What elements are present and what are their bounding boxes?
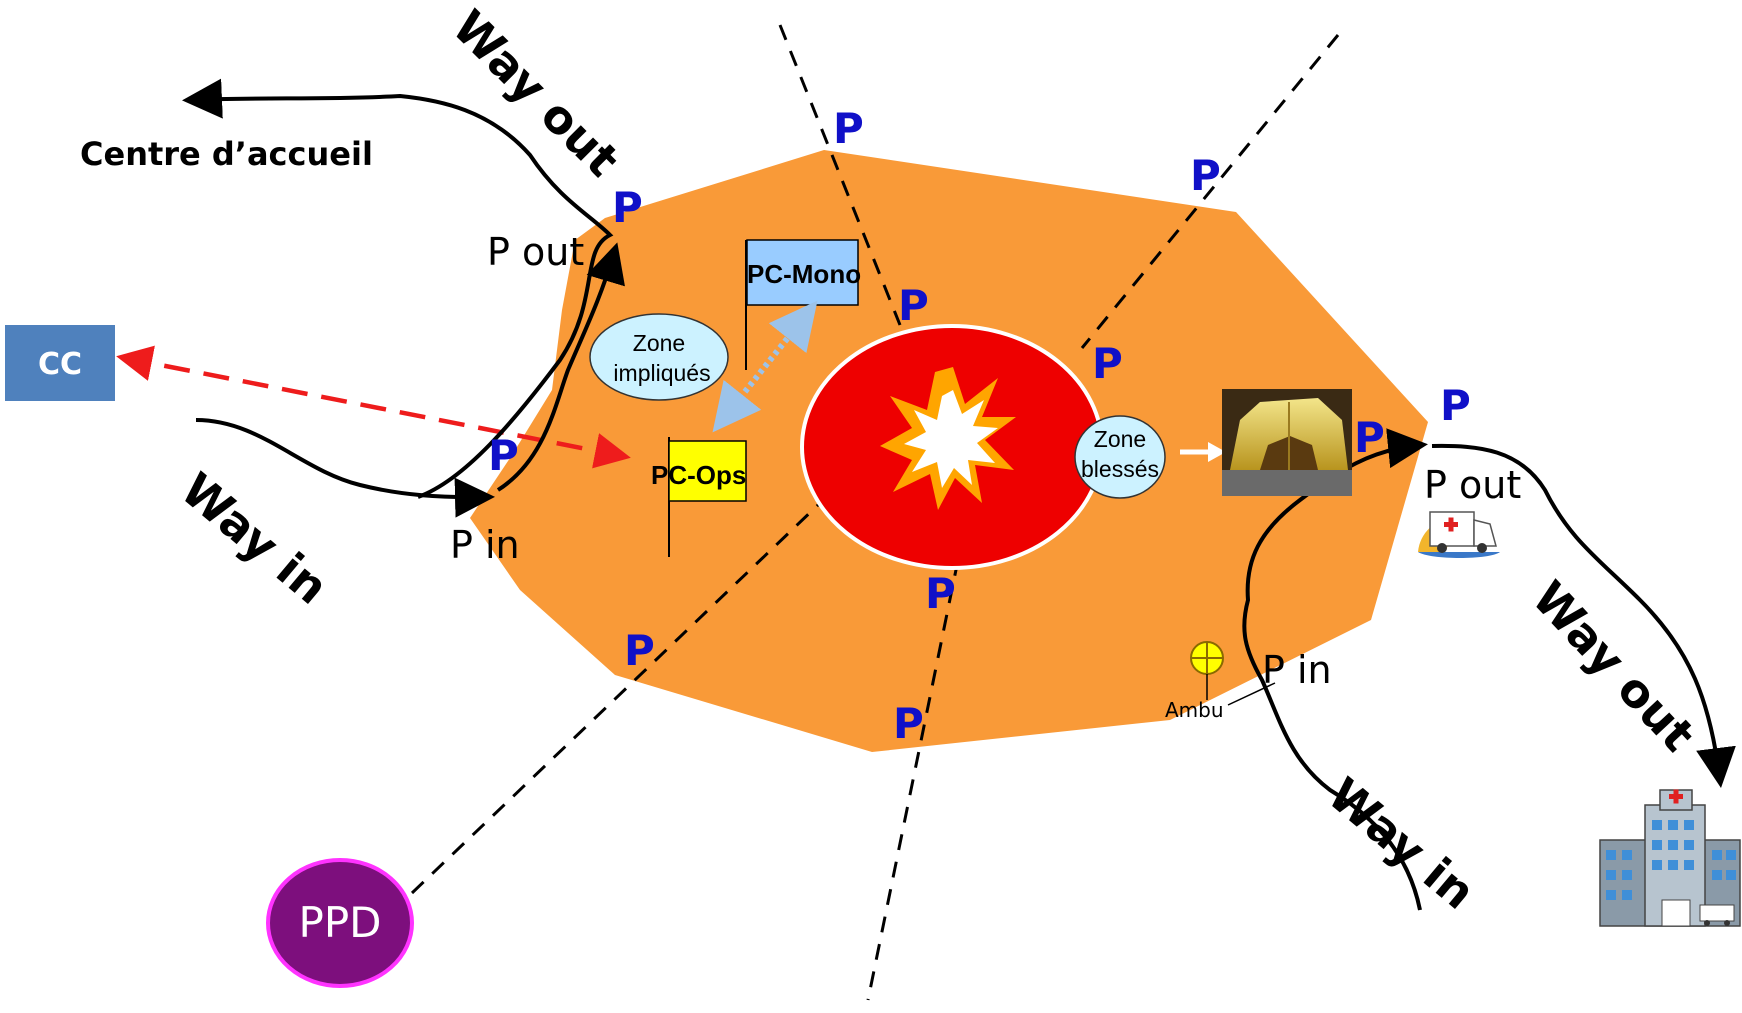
sector-line-northeast <box>1080 34 1340 349</box>
ambu-sign-icon <box>1190 641 1276 706</box>
zone-impliques-label-1: Zone <box>633 330 685 356</box>
p-marker: P <box>898 281 929 330</box>
p-out-left-label: P out <box>487 230 584 274</box>
cc-label: CC <box>38 347 82 382</box>
cc-box <box>5 325 115 401</box>
sector-line-south <box>866 559 960 1001</box>
p-marker: P <box>833 104 864 153</box>
zone-blesses-label-2: blessés <box>1081 456 1159 482</box>
p-marker: P <box>1190 151 1221 200</box>
sector-line-southwest <box>410 503 820 895</box>
ambulance-icon <box>1418 511 1500 558</box>
centre-accueil-label: Centre d’accueil <box>80 135 373 173</box>
pc-ops-flag <box>668 440 747 502</box>
p-marker: P <box>893 699 924 748</box>
p-marker: P <box>1440 381 1471 430</box>
zone-impliques-label-2: impliqués <box>613 360 710 386</box>
way-out-right-label: Way out <box>1522 571 1705 762</box>
p-marker: P <box>925 569 956 618</box>
way-out-left-path <box>182 78 614 499</box>
zone-blesses-oval <box>1074 415 1166 499</box>
way-in-right-label: Way in <box>1318 767 1485 920</box>
p-out-left-path <box>496 242 625 492</box>
way-out-right-path <box>1431 443 1736 788</box>
tent-icon <box>1222 389 1352 496</box>
p-marker: P <box>624 626 655 675</box>
white-arrow-head <box>1208 442 1226 462</box>
communication-arrow <box>116 345 631 469</box>
pc-ops-label: PC-Ops <box>651 460 746 490</box>
sector-lines <box>410 24 1340 1001</box>
way-out-left-label: Way out <box>442 0 629 187</box>
ppd-circle <box>266 858 414 988</box>
way-in-left-path <box>195 418 495 518</box>
p-marker: P <box>612 183 643 232</box>
zone-blesses-label-1: Zone <box>1094 426 1146 452</box>
p-in-right-label: P in <box>1262 648 1332 692</box>
pc-link-arrow <box>712 300 818 433</box>
p-out-right-label: P out <box>1424 463 1521 507</box>
pc-mono-label: PC-Mono <box>747 259 861 289</box>
p-marker: P <box>488 431 519 480</box>
hospital-icon <box>1599 789 1741 927</box>
way-in-left-label: Way in <box>171 462 338 615</box>
ppd-label: PPD <box>299 898 382 947</box>
ambu-label: Ambu <box>1165 698 1224 722</box>
p-in-left-label: P in <box>450 523 520 567</box>
p-marker: P <box>1092 339 1123 388</box>
p-marker: P <box>1354 413 1385 462</box>
zone-impliques-oval <box>589 313 729 401</box>
explosion-icon <box>880 367 1016 510</box>
